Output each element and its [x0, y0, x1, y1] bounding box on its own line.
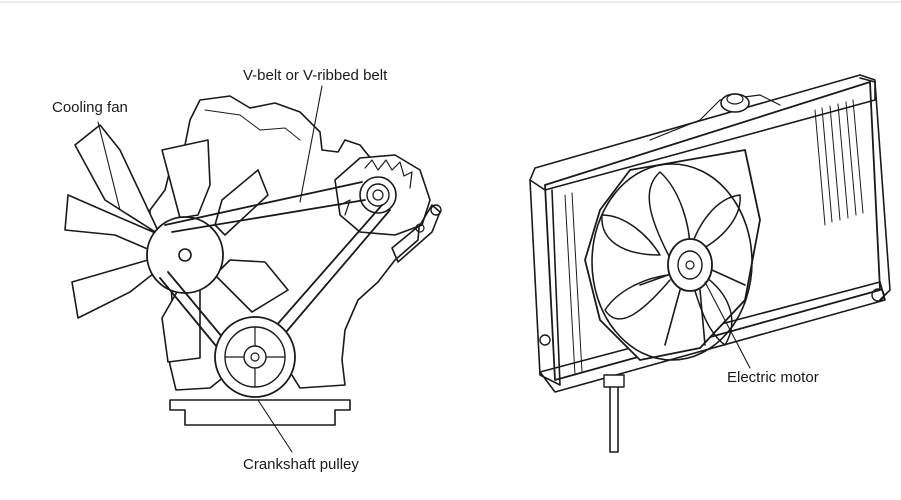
crankshaft-pulley-label: Crankshaft pulley: [243, 456, 359, 473]
crankshaft-pulley: [214, 316, 296, 398]
leader-belt: [299, 85, 323, 203]
fan-blade: [71, 257, 159, 319]
engine-detail: [204, 109, 301, 141]
v-belt: [159, 181, 391, 376]
radiator-cap: [720, 93, 750, 113]
radiator-electric-fan-figure: [529, 74, 891, 453]
cooling-fan: [64, 124, 289, 363]
radiator-side-tank-right: [859, 77, 891, 301]
radiator-bottom-tank: [539, 281, 886, 393]
electric-motor-label: Electric motor: [727, 369, 819, 386]
leader-electric-motor: [704, 281, 751, 369]
oil-pan: [169, 399, 351, 426]
drain-cock: [603, 374, 625, 388]
fan-hub-center: [178, 248, 192, 262]
alternator-pulley: [359, 176, 397, 214]
radiator-fins: [564, 99, 864, 376]
fan-blade: [161, 139, 211, 219]
fan-blade: [214, 169, 269, 236]
fan-shroud-ring: [591, 163, 753, 361]
leader-cooling-fan: [97, 121, 121, 211]
drain-pipe: [609, 384, 619, 453]
belt-label: V-belt or V-ribbed belt: [243, 67, 388, 84]
cooling-fan-label: Cooling fan: [52, 99, 128, 116]
leader-crankshaft: [257, 399, 293, 453]
electric-fan-blades: [601, 171, 741, 346]
mounting-bolt: [871, 288, 885, 302]
mounting-bolt: [539, 334, 551, 346]
fan-blade: [74, 124, 161, 236]
radiator-side-tank-left: [529, 179, 561, 386]
fan-blade: [64, 194, 161, 251]
alternator: [334, 154, 442, 263]
electric-motor: [639, 238, 746, 346]
belt-driven-fan-figure: [64, 85, 442, 453]
radiator-top-tank: [529, 74, 876, 191]
fan-blade: [214, 259, 289, 313]
fan-hub: [146, 216, 224, 294]
